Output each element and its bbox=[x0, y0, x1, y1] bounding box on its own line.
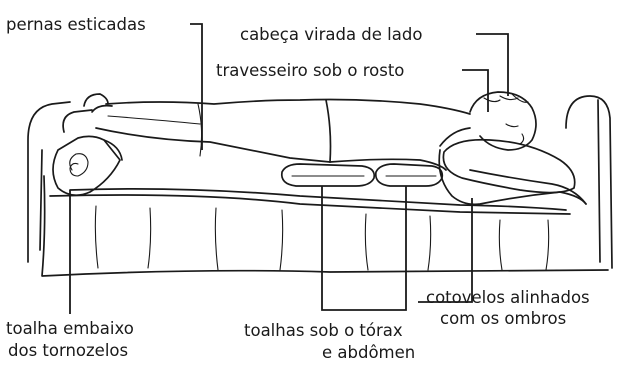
leader-pillow bbox=[462, 69, 489, 112]
leader-chest-towels bbox=[321, 186, 407, 311]
leader-head bbox=[476, 33, 509, 96]
label-legs-stretched: pernas esticadas bbox=[6, 15, 146, 34]
label-chest-towels-line2: e abdômen bbox=[322, 343, 415, 362]
labels: pernas esticadas cabeça virada de lado t… bbox=[6, 15, 590, 362]
chest-abdomen-towels bbox=[280, 163, 444, 187]
head bbox=[469, 91, 537, 151]
feet bbox=[62, 93, 113, 133]
bed bbox=[27, 95, 613, 277]
leader-lines bbox=[69, 23, 509, 314]
label-chest-towels-line1: toalhas sob o tórax bbox=[244, 321, 403, 340]
label-ankle-towel-line1: toalha embaixo bbox=[6, 319, 134, 338]
body bbox=[95, 98, 587, 206]
label-pillow-under-face: travesseiro sob o rosto bbox=[216, 61, 404, 80]
label-head-turned: cabeça virada de lado bbox=[240, 25, 422, 44]
leader-elbows bbox=[418, 198, 473, 303]
face-pillow bbox=[442, 138, 576, 194]
label-elbows-line2: com os ombros bbox=[440, 309, 566, 328]
label-ankle-towel-line2: dos tornozelos bbox=[8, 341, 128, 360]
label-elbows-line1: cotovelos alinhados bbox=[426, 288, 590, 307]
ankle-towel-roll bbox=[52, 135, 123, 197]
leader-legs bbox=[190, 23, 203, 150]
